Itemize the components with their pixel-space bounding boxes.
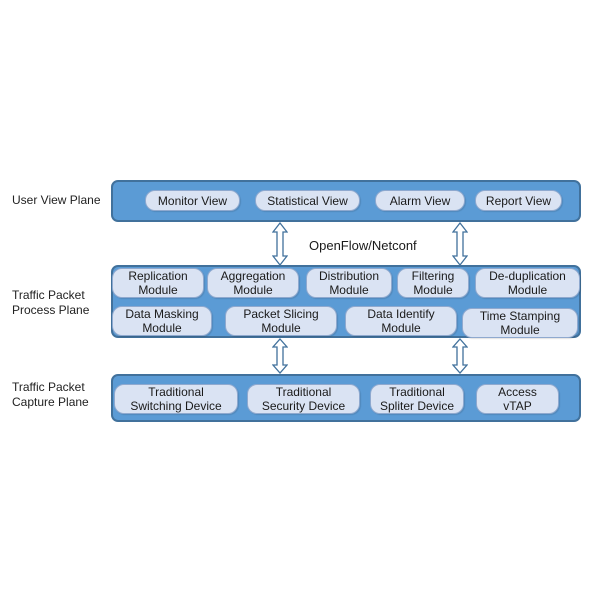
replication-module[interactable]: Replication Module [112,268,204,298]
double-arrow-icon [272,222,288,266]
process-plane-label: Traffic Packet Process Plane [12,288,90,317]
alarm-view-module[interactable]: Alarm View [375,190,465,211]
traditional-security-device-module[interactable]: Traditional Security Device [247,384,360,414]
double-arrow-icon [452,222,468,266]
aggregation-module[interactable]: Aggregation Module [207,268,299,298]
report-view-module[interactable]: Report View [475,190,562,211]
monitor-view-module[interactable]: Monitor View [145,190,240,211]
data-identify-module[interactable]: Data Identify Module [345,306,457,336]
distribution-module[interactable]: Distribution Module [306,268,392,298]
traditional-switching-device-module[interactable]: Traditional Switching Device [114,384,238,414]
packet-slicing-module[interactable]: Packet Slicing Module [225,306,337,336]
traditional-spliter-device-module[interactable]: Traditional Spliter Device [370,384,464,414]
capture-plane-label: Traffic Packet Capture Plane [12,380,89,409]
data-masking-module[interactable]: Data Masking Module [112,306,212,336]
protocol-label: OpenFlow/Netconf [309,238,417,253]
time-stamping-module[interactable]: Time Stamping Module [462,308,578,338]
access-vtap-module[interactable]: Access vTAP [476,384,559,414]
double-arrow-icon [452,338,468,374]
de-duplication-module[interactable]: De-duplication Module [475,268,580,298]
filtering-module[interactable]: Filtering Module [397,268,469,298]
double-arrow-icon [272,338,288,374]
statistical-view-module[interactable]: Statistical View [255,190,360,211]
user-view-plane-label: User View Plane [12,193,101,207]
